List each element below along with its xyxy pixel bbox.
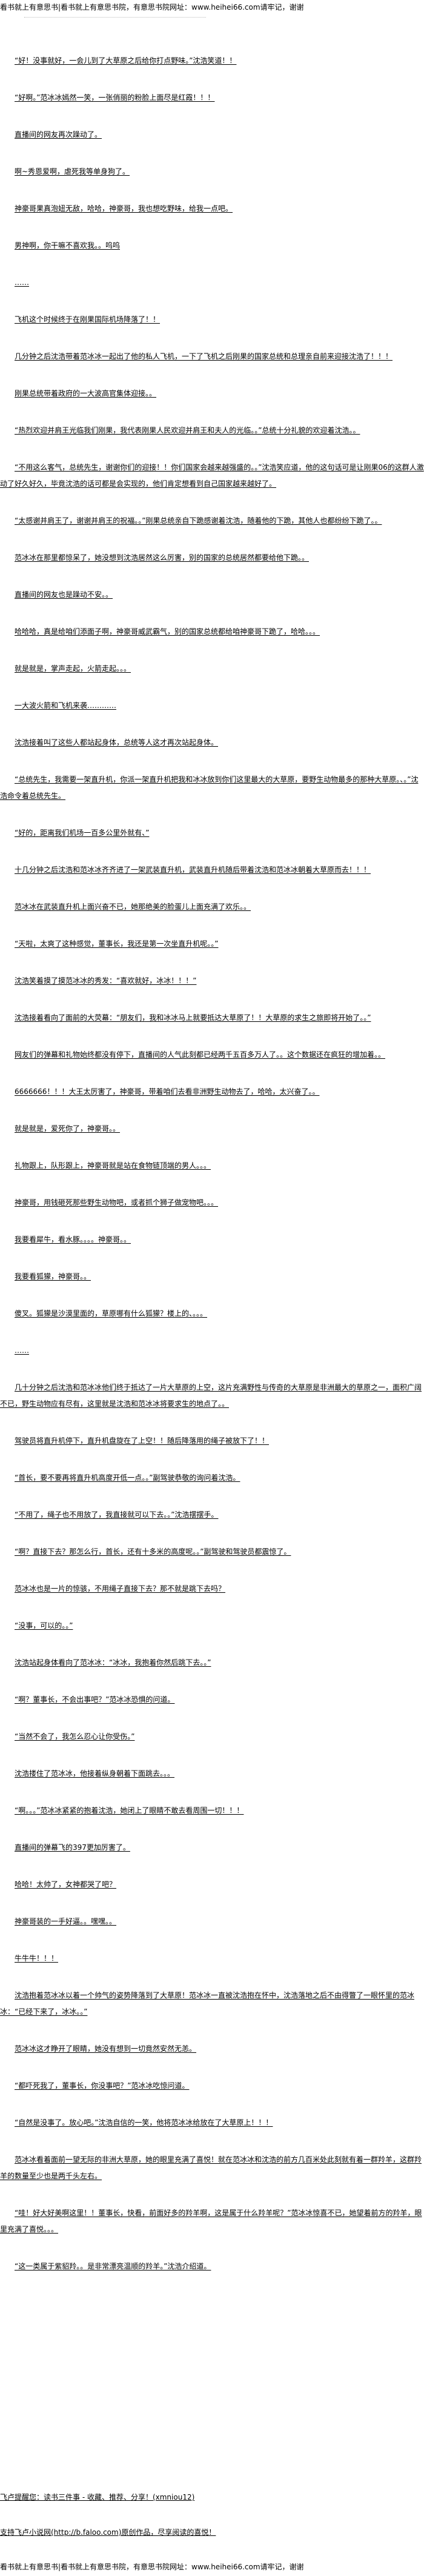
paragraph: 哈哈哈，真是给咱们添面子啊，神豪哥威武霸气，别的国家总统都给咱神豪哥下跪了，哈哈… xyxy=(15,627,320,636)
paragraph: “好啊。”范冰冰嫣然一笑，一张俏丽的粉脸上面尽是红霞！！！ xyxy=(15,93,215,102)
paragraph: …… xyxy=(15,278,29,287)
paragraph: 沈浩站起身体看向了范冰冰：“冰冰，我抱着你然后跳下去。。” xyxy=(15,1658,211,1667)
paragraph: “热烈欢迎并肩王光临我们刚果，我代表刚果人民欢迎并肩王和夫人的光临。。”总统十分… xyxy=(15,426,360,435)
paragraph: “啊？董事长，不会出事吧？”范冰冰恐惧的问道。 xyxy=(15,1695,175,1704)
paragraph: “首长，要不要再将直升机高度开低一点。。”副驾驶恭敬的询问着沈浩。 xyxy=(15,1473,240,1482)
paragraph: “不用这么客气，总统先生，谢谢你们的迎接！！你们国家会越来越强盛的。。”沈浩笑应… xyxy=(0,463,424,488)
paragraph: 沈浩接着看向了面前的大荧幕：“朋友们，我和冰冰马上就要抵达大草原了！！大草原的求… xyxy=(15,1013,371,1022)
paragraph: 傻叉。狐獴是沙漠里面的，草原哪有什么狐獴？楼上的、。。。 xyxy=(15,1309,208,1318)
paragraph: 直播间的网友再次躁动了。 xyxy=(15,130,102,139)
paragraph: “太感谢并肩王了，谢谢并肩王的祝福。。”刚果总统亲自下跪感谢着沈浩，随着他的下跪… xyxy=(15,516,382,525)
chapter-body: “好！没事就好，一会儿到了大草原之后给你打点野味。”沈浩笑道！！ “好啊。”范冰冰… xyxy=(0,53,424,2295)
paragraph: “总统先生，我需要一架直升机，你派一架直升机把我和冰冰放到你们这里最大的大草原，… xyxy=(0,775,419,800)
paragraph: 神豪哥装的一手好逼。。嘿嘿。。 xyxy=(15,1917,117,1926)
paragraph: 神豪哥，用钱砸死那些野生动物吧，或者抓个狮子做宠物吧。。。 xyxy=(15,1198,219,1207)
paragraph: 我要看狐獴，神豪哥。。 xyxy=(15,1272,91,1281)
paragraph: “哇！好大好美啊这里！！董事长，快看，前面好多的羚羊啊，这是属于什么羚羊呢？”范… xyxy=(0,2209,422,2234)
header-divider xyxy=(24,17,206,19)
paragraph: “自然是没事了。放心吧。”沈浩自信的一笑，他将范冰冰给放在了大草原上！！！ xyxy=(15,2118,273,2127)
paragraph: 神豪哥果真泡妞无敌，哈哈，神豪哥，我也想吃野味，给我一点吧。 xyxy=(15,204,233,213)
paragraph: “都吓死我了，董事长，你没事吧？”范冰冰吃惊问道。 xyxy=(15,2081,190,2090)
paragraph: 沈浩接着叫了这些人都站起身体，总统等人这才再次站起身体。 xyxy=(15,738,219,747)
paragraph: 牛牛牛！！！ xyxy=(15,1954,59,1963)
paragraph: “这一类属于紫貂羚。。是非常漂亮温顺的羚羊。”沈浩介绍道。 xyxy=(15,2262,211,2271)
site-header-banner: 看书就上有意思书|看书就上有意思书院，有意思书院网址：www.heihei66.… xyxy=(0,3,304,12)
paragraph: “好的，距离我们机场一百多公里外就有、” xyxy=(15,829,150,837)
paragraph: …… xyxy=(15,1346,29,1355)
paragraph: 直播间的网友也是躁动不安。。 xyxy=(15,590,113,599)
paragraph: 6666666！！！大王太厉害了，神豪哥，带着咱们去看非洲野生动物去了，哈哈，太… xyxy=(15,1087,320,1096)
paragraph: 我要看犀牛，看水豚。。。。神豪哥。。 xyxy=(15,1235,131,1244)
paragraph: “不用了，绳子也不用放了，我直接就可以下去。。”沈浩摆摆手。 xyxy=(15,1510,219,1519)
paragraph: 范冰冰看着面前一望无际的非洲大草原，她的眼里充满了喜悦！就在范冰冰和沈浩的前方几… xyxy=(0,2155,422,2180)
paragraph: 男神啊，你干嘛不喜欢我。。呜呜 xyxy=(15,241,121,250)
paragraph: 几十分钟之后沈浩和范冰冰他们终于抵达了一片大草原的上空，这片充满野性与传奇的大草… xyxy=(0,1383,422,1408)
paragraph: 礼物跟上，队形跟上，神豪哥就是站在食物链顶端的男人。。。 xyxy=(15,1161,211,1170)
paragraph: 范冰冰也是一片的惊骇，不用绳子直接下去？那不就是跳下去吗？ xyxy=(15,1584,226,1593)
paragraph: “啊？直接下去？那怎么行，首长，还有十多米的高度呢。。”副驾驶和驾驶员都震惊了。 xyxy=(15,1547,291,1556)
paragraph: “当然不会了，我怎么忍心让你受伤。” xyxy=(15,1732,135,1741)
paragraph: 范冰冰在那里都惊呆了，她没想到沈浩居然这么厉害，别的国家的总统居然都要给他下跪。… xyxy=(15,553,310,562)
paragraph: 飞机这个时候终于在刚果国际机场降落了！！ xyxy=(15,315,161,324)
paragraph: 网友们的弹幕和礼物始终都没有停下，直播间的人气此刻都已经两千五百多万人了。。这个… xyxy=(15,1050,386,1059)
paragraph: 范冰冰在武装直升机上面兴奋不已，她那绝美的脸蛋儿上面充满了欢乐。。 xyxy=(15,903,251,911)
site-footer-banner: 看书就上有意思书|看书就上有意思书院，有意思书院网址：www.heihei66.… xyxy=(0,2563,304,2571)
paragraph: 沈浩抱着范冰冰以着一个帅气的姿势降落到了大草原！范冰冰一直被沈浩抱在怀中，沈浩落… xyxy=(0,1991,415,2016)
paragraph: 几分钟之后沈浩带着范冰冰一起出了他的私人飞机，一下了飞机之后刚果的国家总统和总理… xyxy=(15,352,393,361)
paragraph: “啊。。。”范冰冰紧紧的抱着沈浩，她闭上了眼睛不敢去看周围一切！！！ xyxy=(15,1806,244,1815)
paragraph: “没事，可以的。。” xyxy=(15,1621,73,1630)
support-note: 支持飞卢小说网(http://b.faloo.com)原创作品，尽享阅读的喜悦！ xyxy=(0,2528,216,2537)
paragraph: 驾驶员将直升机停下，直升机盘旋在了上空！！随后降落用的绳子被放下了！！ xyxy=(15,1436,270,1445)
paragraph: 十几分钟之后沈浩和范冰冰齐齐进了一架武装直升机，武装直升机随后带着沈浩和范冰冰朝… xyxy=(15,866,371,874)
paragraph: “天啦，太爽了这种感觉，董事长，我还是第一次坐直升机呢。。” xyxy=(15,939,219,948)
paragraph: 直播间的弹幕飞的397更加厉害了。 xyxy=(15,1843,130,1852)
paragraph: 啊~秀恩爱啊，虐死我等单身狗了。 xyxy=(15,167,130,176)
paragraph: 哈哈！太帅了，女神都哭了吧？ xyxy=(15,1880,117,1889)
paragraph: 沈浩搂住了范冰冰，他接着纵身朝着下面跳去。。。 xyxy=(15,1769,175,1778)
paragraph: 就是就是，爱死你了，神豪哥。。 xyxy=(15,1124,121,1133)
paragraph: 一大波火箭和飞机来袭………… xyxy=(15,701,117,710)
paragraph: 刚果总统带着政府的一大波高官集体迎接。。 xyxy=(15,389,157,398)
paragraph: “好！没事就好，一会儿到了大草原之后给你打点野味。”沈浩笑道！！ xyxy=(15,56,237,65)
paragraph: 范冰冰这才睁开了眼睛，她没有想到一切竟然安然无恙。 xyxy=(15,2044,197,2053)
reminder-note: 飞卢提醒您：读书三件事 - 收藏、推荐、分享！(xmniou12) xyxy=(0,2493,195,2501)
paragraph: 沈浩笑着摸了摸范冰冰的秀发：“喜欢就好，冰冰！！！” xyxy=(15,976,197,985)
paragraph: 就是就是，掌声走起，火箭走起。。。 xyxy=(15,664,131,673)
